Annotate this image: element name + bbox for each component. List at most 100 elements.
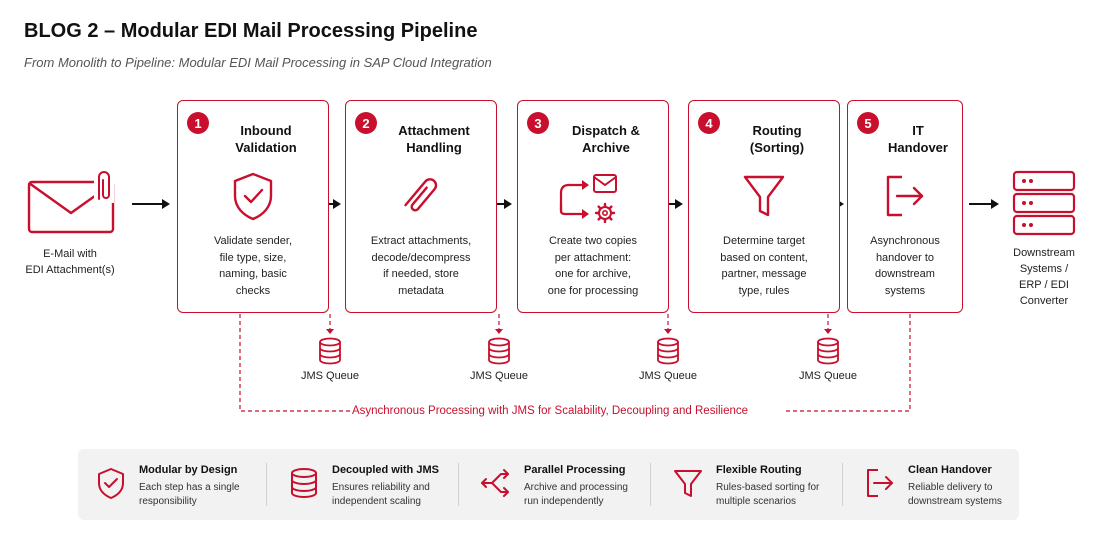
step-title-line: (Sorting) <box>749 140 805 155</box>
database-icon <box>817 337 839 365</box>
source-label-line: EDI Attachment(s) <box>25 264 115 276</box>
step-desc-line: type, rules <box>738 284 790 297</box>
shield-check-icon <box>233 172 273 221</box>
feature-desc-line: Rules-based sorting for <box>716 482 820 493</box>
step-description: Extract attachments, decode/decompress i… <box>352 233 490 299</box>
feature-desc-line: Archive and processing <box>524 482 628 493</box>
page-title: BLOG 2 – Modular EDI Mail Processing Pip… <box>24 20 478 42</box>
step-description: Determine target based on content, partn… <box>695 233 833 299</box>
database-icon <box>291 468 317 498</box>
step-desc-line: Validate sender, <box>213 235 293 247</box>
step-desc-line: naming, basic <box>219 268 287 280</box>
step-inbound-validation: 1 Inbound Validation Validate sender, fi… <box>177 100 329 313</box>
exit-icon <box>886 175 924 217</box>
divider <box>458 463 459 506</box>
feature-title: Parallel Processing <box>524 464 626 476</box>
step-title: IT Handover <box>878 122 958 156</box>
database-icon <box>657 337 679 365</box>
exit-icon <box>867 469 893 497</box>
step-number-badge: 3 <box>527 112 549 134</box>
feature-description: Archive and processing run independently <box>524 481 628 509</box>
divider <box>842 463 843 506</box>
page-subtitle: From Monolith to Pipeline: Modular EDI M… <box>24 55 492 70</box>
jms-queue-label: JMS Queue <box>469 370 529 382</box>
step-number-badge: 5 <box>857 112 879 134</box>
step-description: Create two copies per attachment: one fo… <box>524 233 662 299</box>
source-label: E-Mail with EDI Attachment(s) <box>0 246 140 278</box>
database-icon <box>488 337 510 365</box>
step-number-badge: 2 <box>355 112 377 134</box>
feature-description: Reliable delivery to downstream systems <box>908 481 1002 509</box>
step-desc-line: based on content, <box>720 251 808 264</box>
source-label-line: E-Mail with <box>43 248 97 260</box>
feature-flexible-routing: Flexible Routing Rules-based sorting for… <box>655 449 842 520</box>
step-desc-line: file type, size, <box>219 251 287 264</box>
step-title-line: Dispatch & <box>572 123 640 138</box>
feature-desc-line: responsibility <box>139 496 197 507</box>
target-label-line: Downstream <box>1013 247 1075 259</box>
split-arrows-icon <box>481 469 509 497</box>
step-title: Dispatch & Archive <box>548 122 664 156</box>
divider <box>650 463 651 506</box>
step-desc-line: systems <box>884 284 926 297</box>
step-desc-line: Determine target <box>723 235 805 247</box>
async-processing-label: Asynchronous Processing with JMS for Sca… <box>351 405 749 417</box>
jms-connectors <box>239 314 911 412</box>
jms-queue-label: JMS Queue <box>798 370 858 382</box>
step-desc-line: Asynchronous <box>870 235 940 247</box>
feature-title: Decoupled with JMS <box>332 464 439 476</box>
step-desc-line: downstream <box>875 268 935 280</box>
feature-decoupled-with-jms: Decoupled with JMS Ensures reliability a… <box>271 449 458 520</box>
step-number-badge: 4 <box>698 112 720 134</box>
funnel-icon <box>674 470 702 497</box>
email-attachment-icon <box>27 169 115 234</box>
feature-desc-line: multiple scenarios <box>716 496 797 507</box>
feature-title: Clean Handover <box>908 464 992 476</box>
step-desc-line: if needed, store <box>383 268 459 280</box>
feature-modular-by-design: Modular by Design Each step has a single… <box>78 449 266 520</box>
step-title-line: IT <box>912 123 924 138</box>
feature-description: Each step has a single responsibility <box>139 481 240 509</box>
step-it-handover: 5 IT Handover Asynchronous handover to d… <box>847 100 963 313</box>
feature-description: Ensures reliability and independent scal… <box>332 481 430 509</box>
step-number-badge: 1 <box>187 112 209 134</box>
database-icon <box>319 337 341 365</box>
flow-arrow <box>969 199 999 209</box>
step-desc-line: one for processing <box>547 284 639 297</box>
target-label: Downstream Systems / ERP / EDI Converter <box>994 245 1094 309</box>
step-desc-line: per attachment: <box>554 251 632 264</box>
feature-desc-line: independent scaling <box>332 496 421 507</box>
step-desc-line: checks <box>235 284 271 297</box>
feature-title: Modular by Design <box>139 464 238 476</box>
feature-desc-line: Ensures reliability and <box>332 482 430 493</box>
dispatch-icon <box>559 174 617 223</box>
jms-queue-label: JMS Queue <box>638 370 698 382</box>
step-routing-sorting: 4 Routing (Sorting) Determine target bas… <box>688 100 840 313</box>
feature-desc-line: Reliable delivery to <box>908 482 993 493</box>
step-title-line: Archive <box>582 140 630 155</box>
target-label-line: ERP / EDI <box>1019 279 1069 291</box>
step-desc-line: Extract attachments, <box>370 235 472 247</box>
step-title-line: Inbound <box>240 123 292 138</box>
step-title: Inbound Validation <box>208 122 324 156</box>
feature-desc-line: run independently <box>524 496 604 507</box>
feature-clean-handover: Clean Handover Reliable delivery to down… <box>847 449 1019 520</box>
feature-summary-panel: Modular by Design Each step has a single… <box>78 449 1019 520</box>
jms-queue-label: JMS Queue <box>300 370 360 382</box>
paperclip-icon <box>404 178 438 212</box>
step-title-line: Handling <box>406 140 462 155</box>
step-description: Validate sender, file type, size, naming… <box>184 233 322 299</box>
step-desc-line: one for archive, <box>555 268 631 280</box>
step-desc-line: decode/decompress <box>371 251 471 264</box>
shield-check-icon <box>98 468 124 499</box>
step-title-line: Routing <box>752 123 802 138</box>
funnel-icon <box>743 175 785 217</box>
feature-desc-line: downstream systems <box>908 496 1002 507</box>
step-title-line: Attachment <box>398 123 470 138</box>
step-desc-line: handover to <box>875 251 935 264</box>
server-stack-icon <box>1012 170 1076 236</box>
step-title: Routing (Sorting) <box>719 122 835 156</box>
divider <box>266 463 267 506</box>
step-desc-line: Create two copies <box>548 235 638 247</box>
feature-parallel-processing: Parallel Processing Archive and processi… <box>463 449 650 520</box>
